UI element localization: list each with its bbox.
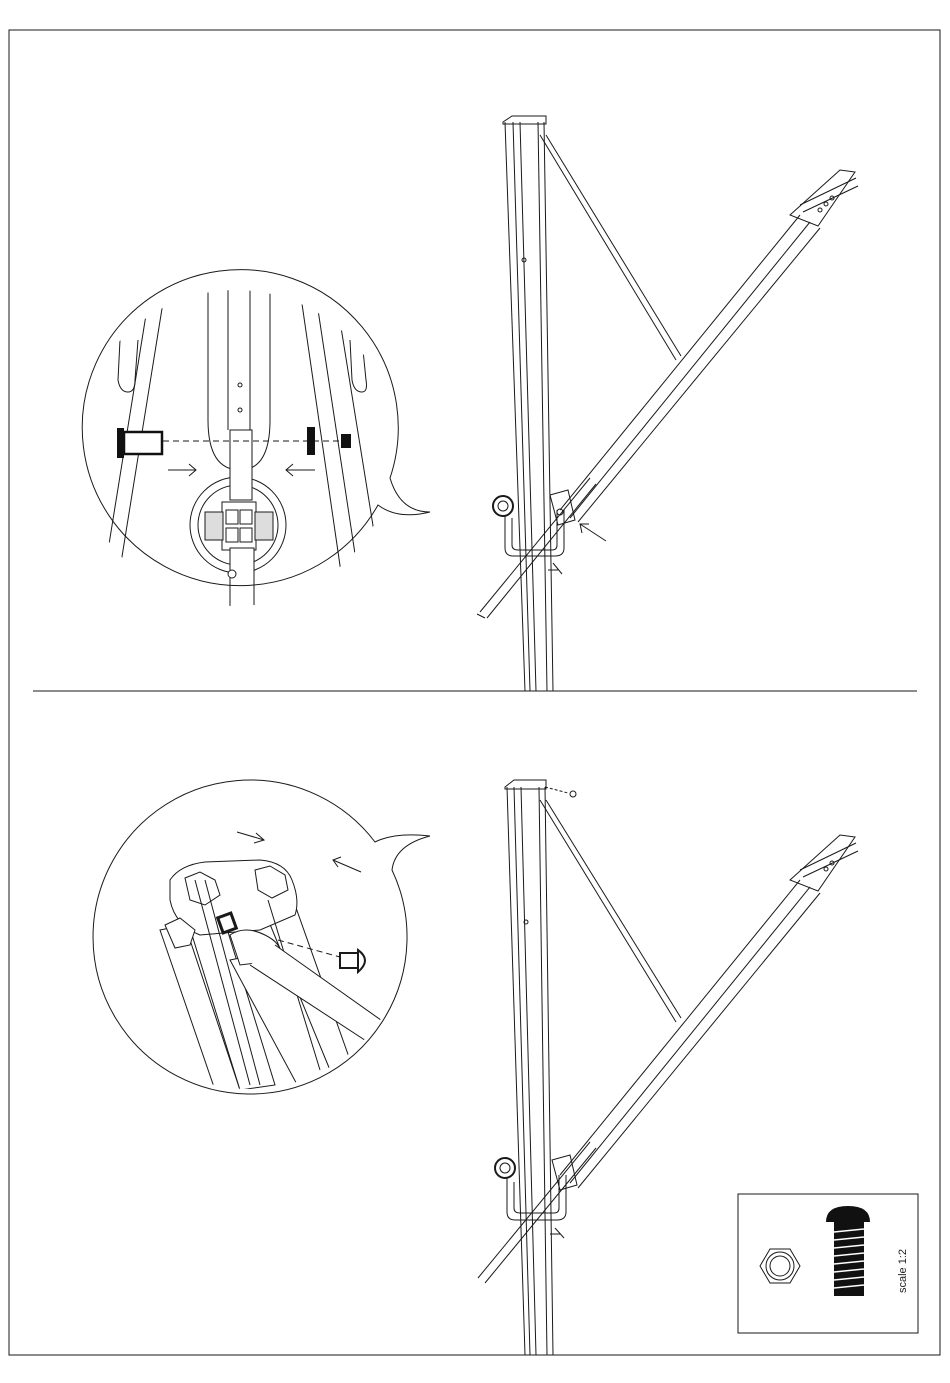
arrow-left-icon [286,464,315,476]
arrow-right-icon [168,464,196,476]
step-top [82,116,858,691]
top-screw [545,787,576,797]
scale-label: scale 1:2 [897,1249,909,1293]
page-frame [9,30,940,1355]
arrow-right-icon [237,832,264,843]
pole [505,780,553,1355]
assembly-top [477,116,858,691]
detail-callout-bottom [93,780,430,1094]
washer-icon [307,427,315,455]
support-strut [540,135,681,360]
pole [503,116,553,691]
nut-icon [341,434,351,448]
bracket [495,1155,577,1238]
bolt-icon [117,428,162,458]
arm [477,170,858,618]
arrow-left-icon [333,857,361,872]
nut-icon [218,913,237,933]
detail-callout-top [82,270,430,608]
bracket [493,490,575,574]
support-strut [540,800,681,1022]
step-bottom: scale 1:2 [93,780,918,1355]
arrow-up-left-icon [580,524,606,541]
profile-section [160,860,395,1090]
hardware-box: scale 1:2 [738,1194,918,1333]
